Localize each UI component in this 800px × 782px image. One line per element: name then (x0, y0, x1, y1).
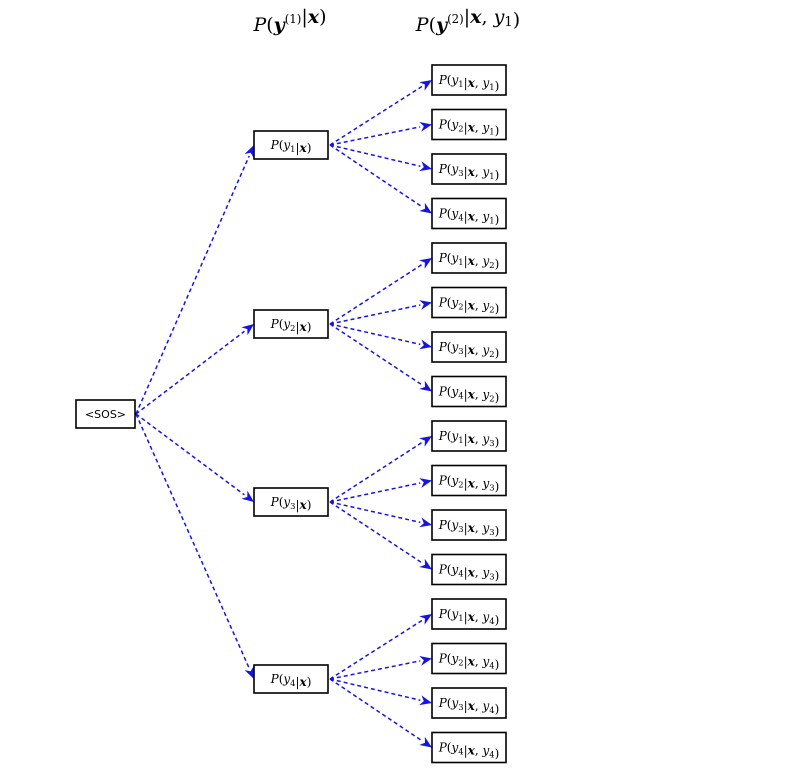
level1-node-4-label: P(y4|x) (270, 672, 312, 689)
level2-node-1-4: P(y4|x, y1) (431, 197, 507, 230)
column-headers: P(y(1)|x) P(y(2)|x, y1) (252, 6, 520, 36)
level1-node-2-label: P(y2|x) (270, 317, 312, 334)
level1-node-4: P(y4|x) (253, 664, 329, 694)
level2-node-3-3: P(y3|x, y3) (431, 509, 507, 541)
edge-l1-4-to-l2-4 (329, 678, 432, 748)
edge-l1-3-to-l2-3 (329, 501, 432, 528)
level2-node-3-1-border (431, 420, 507, 452)
edge-l1-4-to-l2-1 (329, 614, 432, 680)
level2-node-3-2-label: P(y2|x, y3) (438, 474, 500, 494)
level2-node-4-1: P(y1|x, y4) (431, 598, 507, 630)
level2-node-1-2-label: P(y2|x, y1) (438, 118, 500, 138)
edge-sos-to-l1-2 (135, 324, 254, 415)
level2-node-4-2-border (431, 642, 507, 675)
level2-node-3-3-border (431, 509, 507, 541)
level2-node-3-1: P(y1|x, y3) (431, 420, 507, 452)
level2-node-1-1-label: P(y1|x, y1) (438, 73, 500, 93)
edge-l1-1-to-l2-3 (329, 144, 432, 172)
level2-node-4-4-label: P(y4|x, y4) (438, 741, 500, 761)
level2-node-4-1-border (431, 598, 507, 630)
level2-node-1-4-label: P(y4|x, y1) (438, 207, 500, 227)
level1-node-1-label: P(y1|x) (270, 138, 312, 155)
level2-node-2-3-border (431, 331, 507, 363)
edge-l1-3-to-l2-1 (329, 436, 432, 503)
edge-l1-1-to-l2-4 (329, 144, 432, 214)
sos-node-label: <SOS> (85, 408, 126, 421)
level2-node-3-4: P(y4|x, y3) (431, 553, 507, 586)
level2-node-2-4: P(y4|x, y2) (431, 375, 507, 408)
edge-l1-2-to-l2-2 (329, 300, 432, 325)
level2-node-4-4-border (431, 731, 507, 764)
level2-node-3-2: P(y2|x, y3) (431, 464, 507, 497)
edge-sos-to-l1-1 (135, 145, 254, 415)
level2-node-2-1-label: P(y1|x, y2) (438, 251, 500, 271)
edge-l1-2-to-l2-4 (329, 323, 432, 392)
tree-nodes: <SOS> P(y1|x) P(y2|x) P(y3|x) P(y4|x) P(y1|x,… (75, 64, 507, 764)
edge-l1-1-to-l2-1 (329, 80, 432, 146)
level2-node-3-1-label: P(y1|x, y3) (438, 429, 500, 449)
edge-l1-3-to-l2-2 (329, 478, 432, 503)
level2-node-3-4-border (431, 553, 507, 586)
level1-node-3-label: P(y3|x) (270, 495, 312, 512)
edge-l1-1-to-l2-2 (329, 122, 432, 146)
level2-node-2-3: P(y3|x, y2) (431, 331, 507, 363)
level2-node-4-4: P(y4|x, y4) (431, 731, 507, 764)
level2-node-2-2-border (431, 286, 507, 319)
sos-node: <SOS> (75, 399, 136, 429)
level2-node-4-2: P(y2|x, y4) (431, 642, 507, 675)
level2-node-1-2-border (431, 108, 507, 141)
edge-l1-2-to-l2-3 (329, 323, 432, 350)
edge-l1-4-to-l2-3 (329, 678, 432, 706)
level2-node-1-3-border (431, 153, 507, 185)
level2-node-1-3: P(y3|x, y1) (431, 153, 507, 185)
level2-node-4-2-label: P(y2|x, y4) (438, 652, 500, 672)
level2-node-2-1: P(y1|x, y2) (431, 242, 507, 274)
level2-node-2-2-label: P(y2|x, y2) (438, 296, 500, 316)
tree-edges (135, 80, 432, 748)
level2-node-3-4-label: P(y4|x, y3) (438, 563, 500, 583)
level1-node-4-border (253, 664, 329, 694)
level2-node-2-2: P(y2|x, y2) (431, 286, 507, 319)
header-level-1: P(y(1)|x) (252, 6, 326, 36)
level2-node-3-3-label: P(y3|x, y3) (438, 518, 500, 538)
level2-node-2-3-label: P(y3|x, y2) (438, 340, 500, 360)
level2-node-2-1-border (431, 242, 507, 274)
edge-l1-4-to-l2-2 (329, 656, 432, 680)
level1-node-1: P(y1|x) (253, 130, 329, 160)
level2-node-2-4-label: P(y4|x, y2) (438, 385, 500, 405)
sos-node-border (75, 399, 136, 429)
level2-node-4-3-label: P(y3|x, y4) (438, 696, 500, 716)
level2-node-4-3-border (431, 687, 507, 719)
level2-node-4-1-label: P(y1|x, y4) (438, 607, 500, 627)
level2-node-1-1-border (431, 64, 507, 96)
level2-node-1-2: P(y2|x, y1) (431, 108, 507, 141)
level2-node-4-3: P(y3|x, y4) (431, 687, 507, 719)
level2-node-2-4-border (431, 375, 507, 408)
edge-l1-3-to-l2-4 (329, 501, 432, 570)
level2-node-3-2-border (431, 464, 507, 497)
edge-l1-2-to-l2-1 (329, 258, 432, 325)
level1-node-2-border (253, 309, 329, 339)
edge-sos-to-l1-4 (135, 413, 254, 679)
level2-node-1-3-label: P(y3|x, y1) (438, 162, 500, 182)
header-level-2: P(y(2)|x, y1) (415, 6, 520, 36)
edge-sos-to-l1-3 (135, 413, 254, 502)
level1-node-3: P(y3|x) (253, 487, 329, 517)
level2-node-1-4-border (431, 197, 507, 230)
level1-node-1-border (253, 130, 329, 160)
level1-node-3-border (253, 487, 329, 517)
level2-node-1-1: P(y1|x, y1) (431, 64, 507, 96)
level1-node-2: P(y2|x) (253, 309, 329, 339)
